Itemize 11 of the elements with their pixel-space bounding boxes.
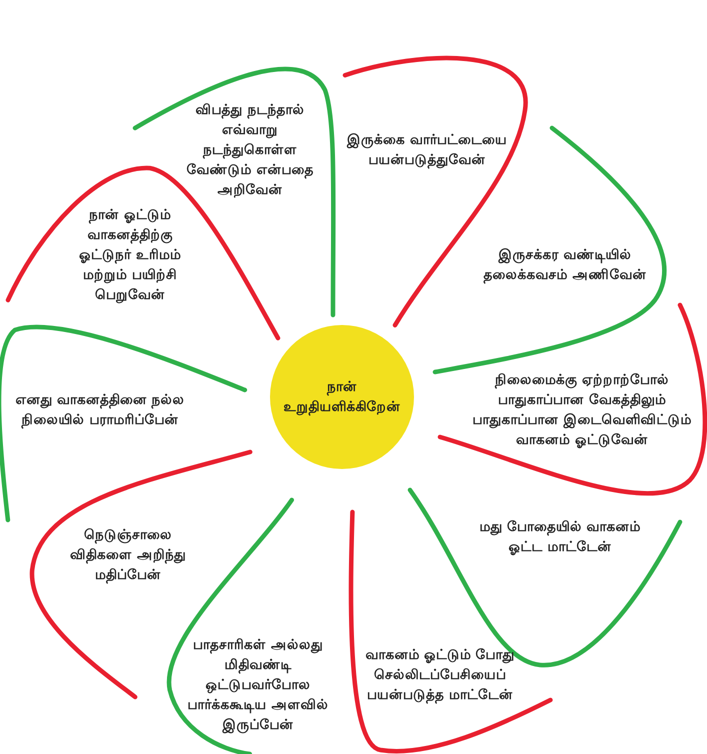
petal-text: இருசக்கர வண்டியில் தலைக்கவசம் அணிவேன் <box>482 246 648 285</box>
petal-text: மது போதையில் வாகனம் ஓட்ட மாட்டேன் <box>478 518 642 557</box>
center-text: நான் உறுதியளிக்கிறேன் <box>282 378 402 417</box>
petal-text: நிலைமைக்கு ஏற்றாற்போல் பாதுகாப்பான வேகத்திலும் பாதுகாப்பான இடைவெளிவிட்டும் வாகனம் ஓட்டுவேன் <box>472 371 692 450</box>
petal-text: விபத்து நடந்தால் எவ்வாறு நடந்துகொள்ள வேண்டும் என்பதை அறிவேன் <box>186 100 314 200</box>
petal-text: வாகனம் ஓட்டும் போது செல்லிடப்பேசியைப் பயன்படுத்த மாட்டேன் <box>364 646 516 705</box>
petal-text: நெடுஞ்சாலை விதிகளை அறிந்து மதிப்பேன் <box>69 526 187 585</box>
petal-text: நான் ஓட்டும் வாகனத்திற்கு ஓட்டுநர் உரிமம் மற்றும் பயிற்சி பெறுவேன் <box>78 206 182 305</box>
petal-text: பாதசாரிகள் அல்லது மிதிவண்டி ஒட்டுபவர்போல பார்க்ககூடிய அளவில் இருப்பேன் <box>186 636 330 735</box>
petal-text: இருக்கை வார்பட்டையை பயன்படுத்துவேன் <box>346 130 508 170</box>
petal-text: எனது வாகனத்தினை நல்ல நிலையில் பராமரிப்பேன் <box>15 390 185 430</box>
